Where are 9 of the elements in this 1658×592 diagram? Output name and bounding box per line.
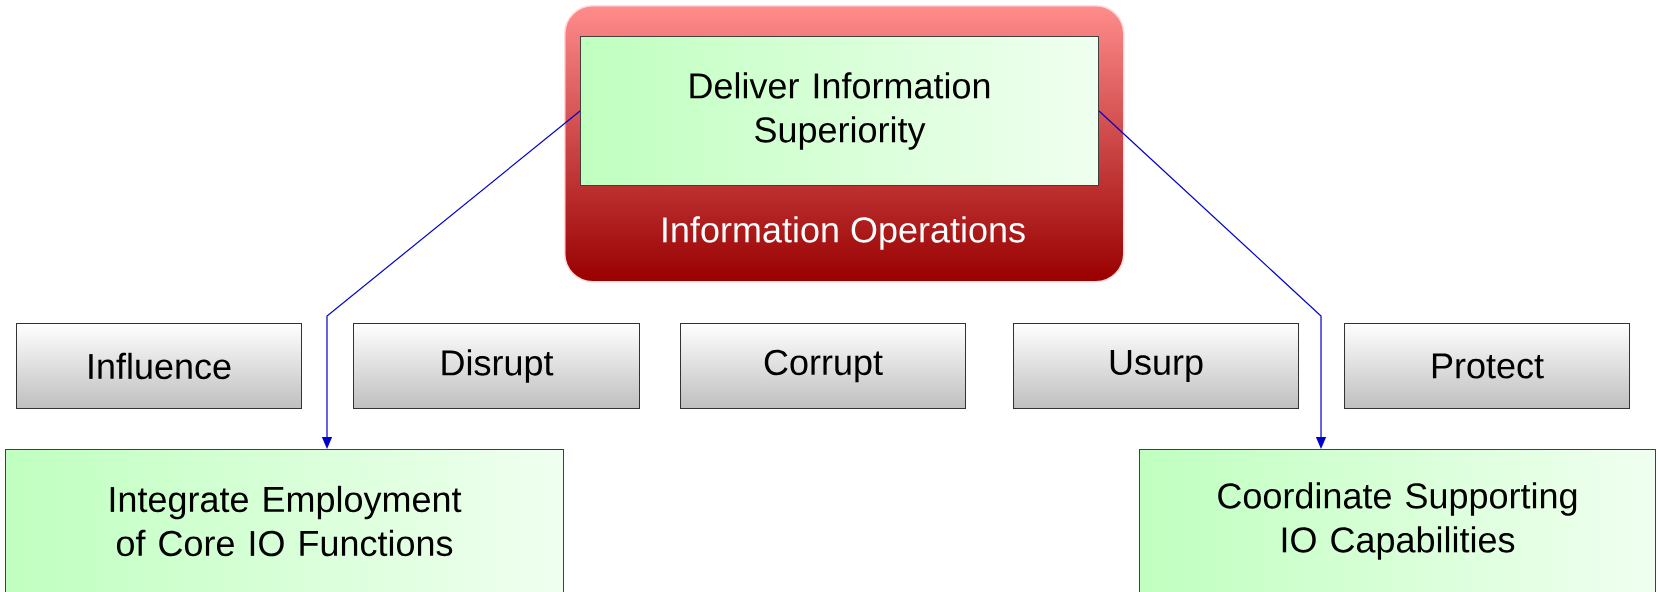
arrow bbox=[1098, 110, 1327, 449]
action-box: Usurp bbox=[1013, 323, 1299, 409]
process-box: Coordinate Supporting IO Capabilities bbox=[1139, 449, 1656, 592]
action-box: Influence bbox=[16, 323, 302, 409]
process-box: Deliver Information Superiority bbox=[580, 36, 1099, 186]
action-box: Protect bbox=[1344, 323, 1630, 409]
action-box: Disrupt bbox=[353, 323, 640, 409]
action-box: Corrupt bbox=[680, 323, 966, 409]
process-box: Integrate Employment of Core IO Functions bbox=[5, 449, 564, 592]
